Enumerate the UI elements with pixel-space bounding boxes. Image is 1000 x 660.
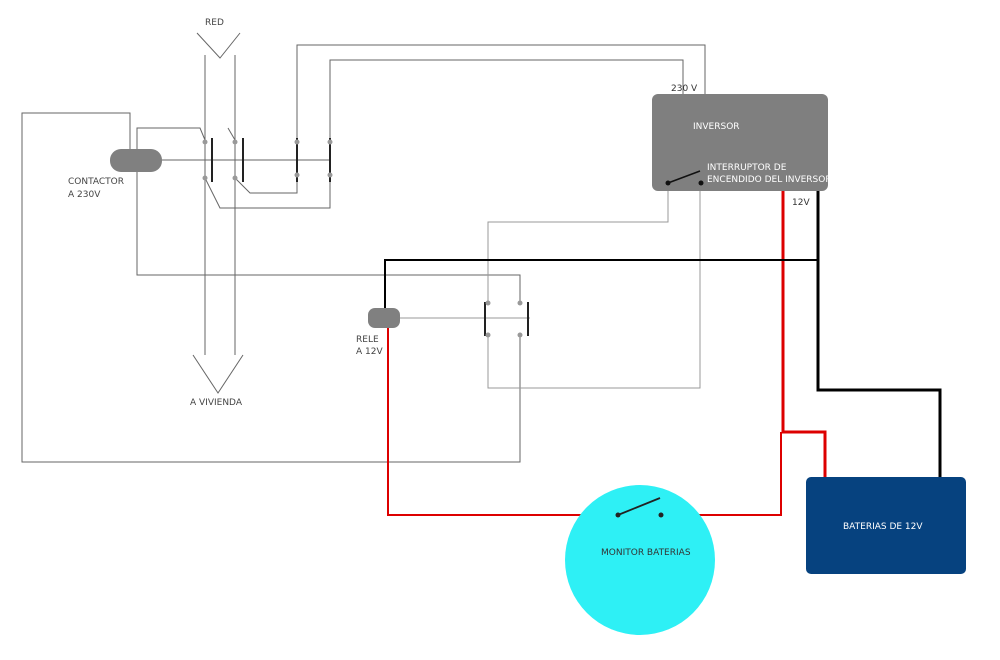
inversor-box — [652, 94, 828, 191]
relay-wiring — [400, 185, 701, 389]
black-negative-main — [816, 191, 942, 477]
terminal — [294, 139, 300, 145]
inverter-output-wire-2 — [329, 59, 684, 142]
label-a-vivienda: A VIVIENDA — [190, 398, 243, 408]
dc-wiring — [384, 191, 942, 516]
terminal — [327, 172, 333, 178]
terminal — [232, 139, 238, 145]
terminal — [517, 332, 523, 338]
arrows — [192, 32, 244, 394]
label-contactor-2: A 230V — [68, 190, 101, 200]
terminal — [202, 175, 208, 181]
inverter-output-wire-1 — [296, 44, 706, 142]
label-230v: 230 V — [671, 84, 698, 94]
label-12v: 12V — [792, 198, 810, 208]
terminal — [615, 512, 621, 518]
pole2-top-link — [227, 127, 236, 141]
terminal — [485, 332, 491, 338]
outer-loop — [21, 112, 521, 463]
inverter-switch-lever — [667, 170, 701, 184]
label-inversor: INVERSOR — [693, 122, 740, 132]
label-baterias: BATERIAS DE 12V — [843, 522, 923, 532]
label-interruptor-2: ENCENDIDO DEL INVERSOR — [707, 175, 832, 185]
label-red: RED — [205, 18, 224, 28]
contactor-wiring — [21, 44, 706, 463]
contactor-poles — [202, 138, 333, 182]
relay-to-switch-1 — [487, 185, 669, 303]
label-monitor: MONITOR BATERIAS — [601, 548, 691, 558]
terminal — [698, 180, 704, 186]
terminal — [658, 512, 664, 518]
contactor-coil — [110, 149, 162, 172]
terminal — [517, 300, 523, 306]
relay-coil — [368, 308, 400, 328]
label-interruptor-1: INTERRUPTOR DE — [707, 163, 787, 173]
terminal — [485, 300, 491, 306]
red-relay-to-monitor — [387, 328, 618, 516]
red-positive-main — [781, 191, 827, 477]
label-rele-2: A 12V — [356, 347, 383, 357]
terminal — [665, 180, 671, 186]
black-negative-relay — [384, 259, 818, 308]
coil-bridge-top — [136, 127, 206, 160]
red-arrow-icon — [196, 32, 241, 59]
terminal — [202, 139, 208, 145]
monitor-switch-lever — [617, 497, 661, 516]
inversor — [652, 94, 828, 191]
relay-poles — [484, 300, 529, 338]
terminal — [327, 139, 333, 145]
monitor-circle — [565, 485, 715, 635]
coil-return — [136, 172, 521, 305]
relay-to-switch-2 — [487, 185, 701, 389]
label-rele-1: RELE — [356, 335, 379, 345]
terminal — [232, 175, 238, 181]
label-contactor-1: CONTACTOR — [68, 177, 124, 187]
monitor-baterias — [565, 485, 715, 635]
bottom-bridge-1 — [204, 175, 331, 209]
terminal — [294, 172, 300, 178]
vivienda-arrow-icon — [192, 354, 244, 394]
battery-box — [806, 477, 966, 574]
bottom-bridge-2 — [234, 175, 298, 194]
red-monitor-to-bus — [660, 432, 782, 516]
